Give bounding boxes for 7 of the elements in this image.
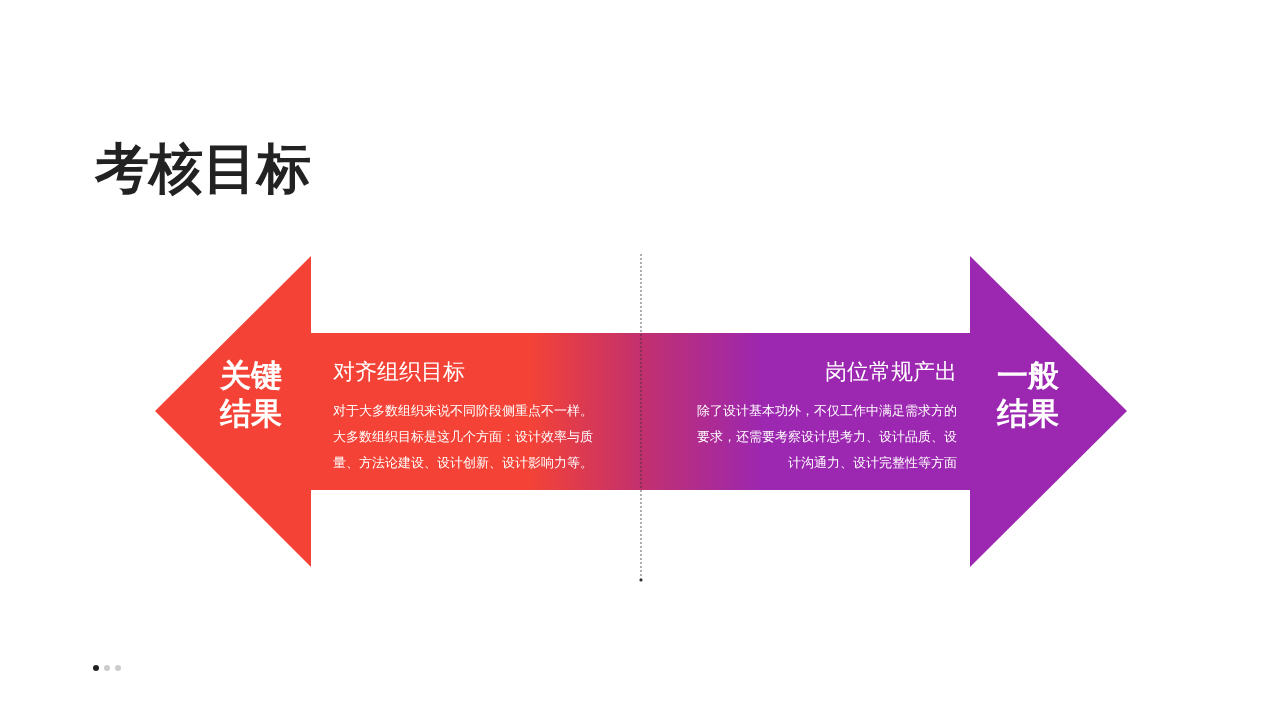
section-heading: 对齐组织目标 (333, 358, 465, 386)
section-heading: 岗位常规产出 (825, 358, 957, 386)
result-label: 一般结果 (997, 356, 1060, 432)
result-label: 关键结果 (220, 356, 283, 432)
description-text: 对于大多数组织来说不同阶段侧重点不一样。大多数组织目标是这几个方面：设计效率与质量、方法论建设、设计创新、设计影响力等。 (333, 402, 594, 472)
slide-title: 考核目标 (95, 136, 311, 202)
description-text: 除了设计基本功外，不仅工作中满足需求方的要求，还需要考察设计思考力、设计品质、设计沟通力、设计完整性等方面 (696, 402, 957, 472)
